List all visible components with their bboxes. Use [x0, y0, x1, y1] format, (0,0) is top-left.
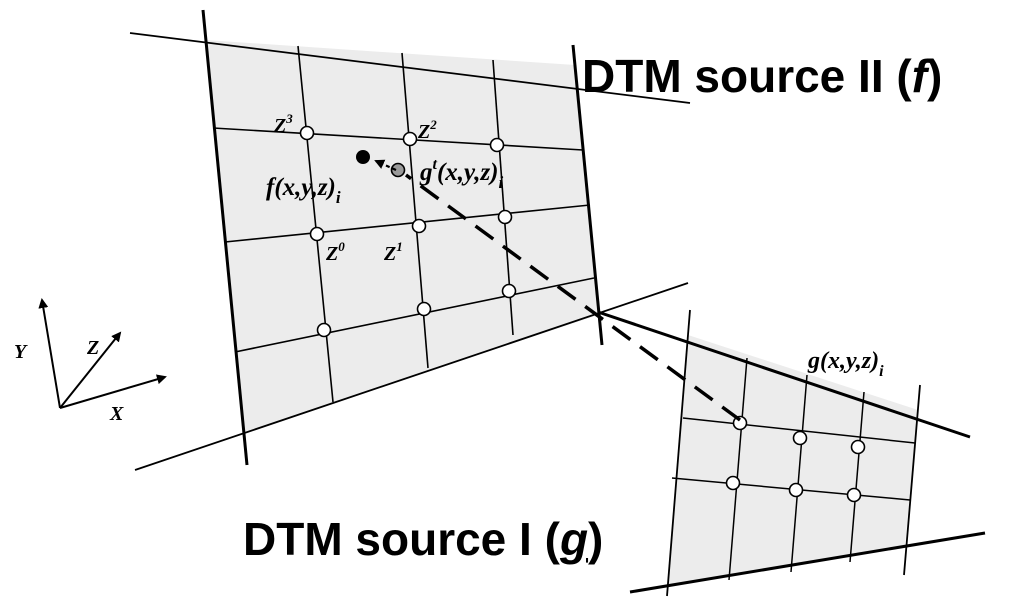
grid-node	[402, 131, 418, 147]
dtm-source-2-grid	[129, 9, 691, 471]
grid-node	[792, 430, 808, 446]
grid-1-bottom-edge	[629, 531, 986, 594]
label-g-xyz-i: g(x,y,z)i	[807, 348, 884, 380]
grid-node	[416, 301, 432, 317]
grid-node	[489, 137, 505, 153]
title-dtm-source-1: DTM source I (g)	[243, 513, 603, 565]
label-z1: Z1	[383, 239, 403, 265]
grid-node	[299, 125, 315, 141]
grid-1-top-edge	[597, 310, 971, 439]
grid-node	[725, 475, 741, 491]
grid-1-left-edge	[666, 309, 691, 597]
label-f-xyz-i: f(x,y,z)i	[266, 174, 341, 207]
grid-node	[846, 487, 862, 503]
grid-2-row-line	[234, 277, 595, 353]
grid-2-top-edge	[129, 32, 691, 104]
grid-node	[411, 218, 427, 234]
label-z2: Z2	[417, 117, 437, 143]
transformed-point	[390, 162, 406, 178]
grid-node	[788, 482, 804, 498]
grid-node	[501, 283, 517, 299]
dtm-source-1-grid	[597, 309, 986, 597]
grid-1-col-line	[728, 357, 748, 581]
grid-1-right-edge	[903, 384, 921, 576]
grid-2-fill	[205, 40, 598, 432]
z-axis-label: Z	[86, 337, 99, 359]
y-axis-arrow	[38, 298, 61, 409]
correspondence-arrow	[374, 159, 397, 172]
label-gt-xyz-i: gt(x,y,z)i	[419, 156, 504, 192]
x-axis-label: X	[109, 403, 124, 425]
grid-node	[309, 226, 325, 242]
grid-2-col-line	[297, 45, 334, 403]
grid-2-row-line	[212, 127, 584, 151]
x-axis-arrow	[59, 374, 167, 409]
grid-1-col-line	[790, 374, 808, 573]
y-axis-label: Y	[14, 341, 28, 363]
grid-node	[850, 439, 866, 455]
label-z3: Z3	[273, 111, 293, 137]
transformation-dashed-line	[404, 173, 742, 422]
z-axis-arrow	[59, 331, 122, 409]
grid-2-row-line	[224, 204, 591, 243]
grid-node	[316, 322, 332, 338]
grid-1-row-line	[682, 417, 916, 444]
title-dtm-source-2: DTM source II (f)	[582, 50, 942, 102]
grid-1-col-line	[849, 391, 865, 563]
grid-2-left-edge	[201, 9, 249, 466]
target-point	[356, 150, 370, 164]
label-z0: Z0	[325, 239, 345, 265]
grid-2-right-edge	[571, 44, 604, 346]
coordinate-axes: Y Z X	[14, 298, 167, 425]
grid-node	[497, 209, 513, 225]
